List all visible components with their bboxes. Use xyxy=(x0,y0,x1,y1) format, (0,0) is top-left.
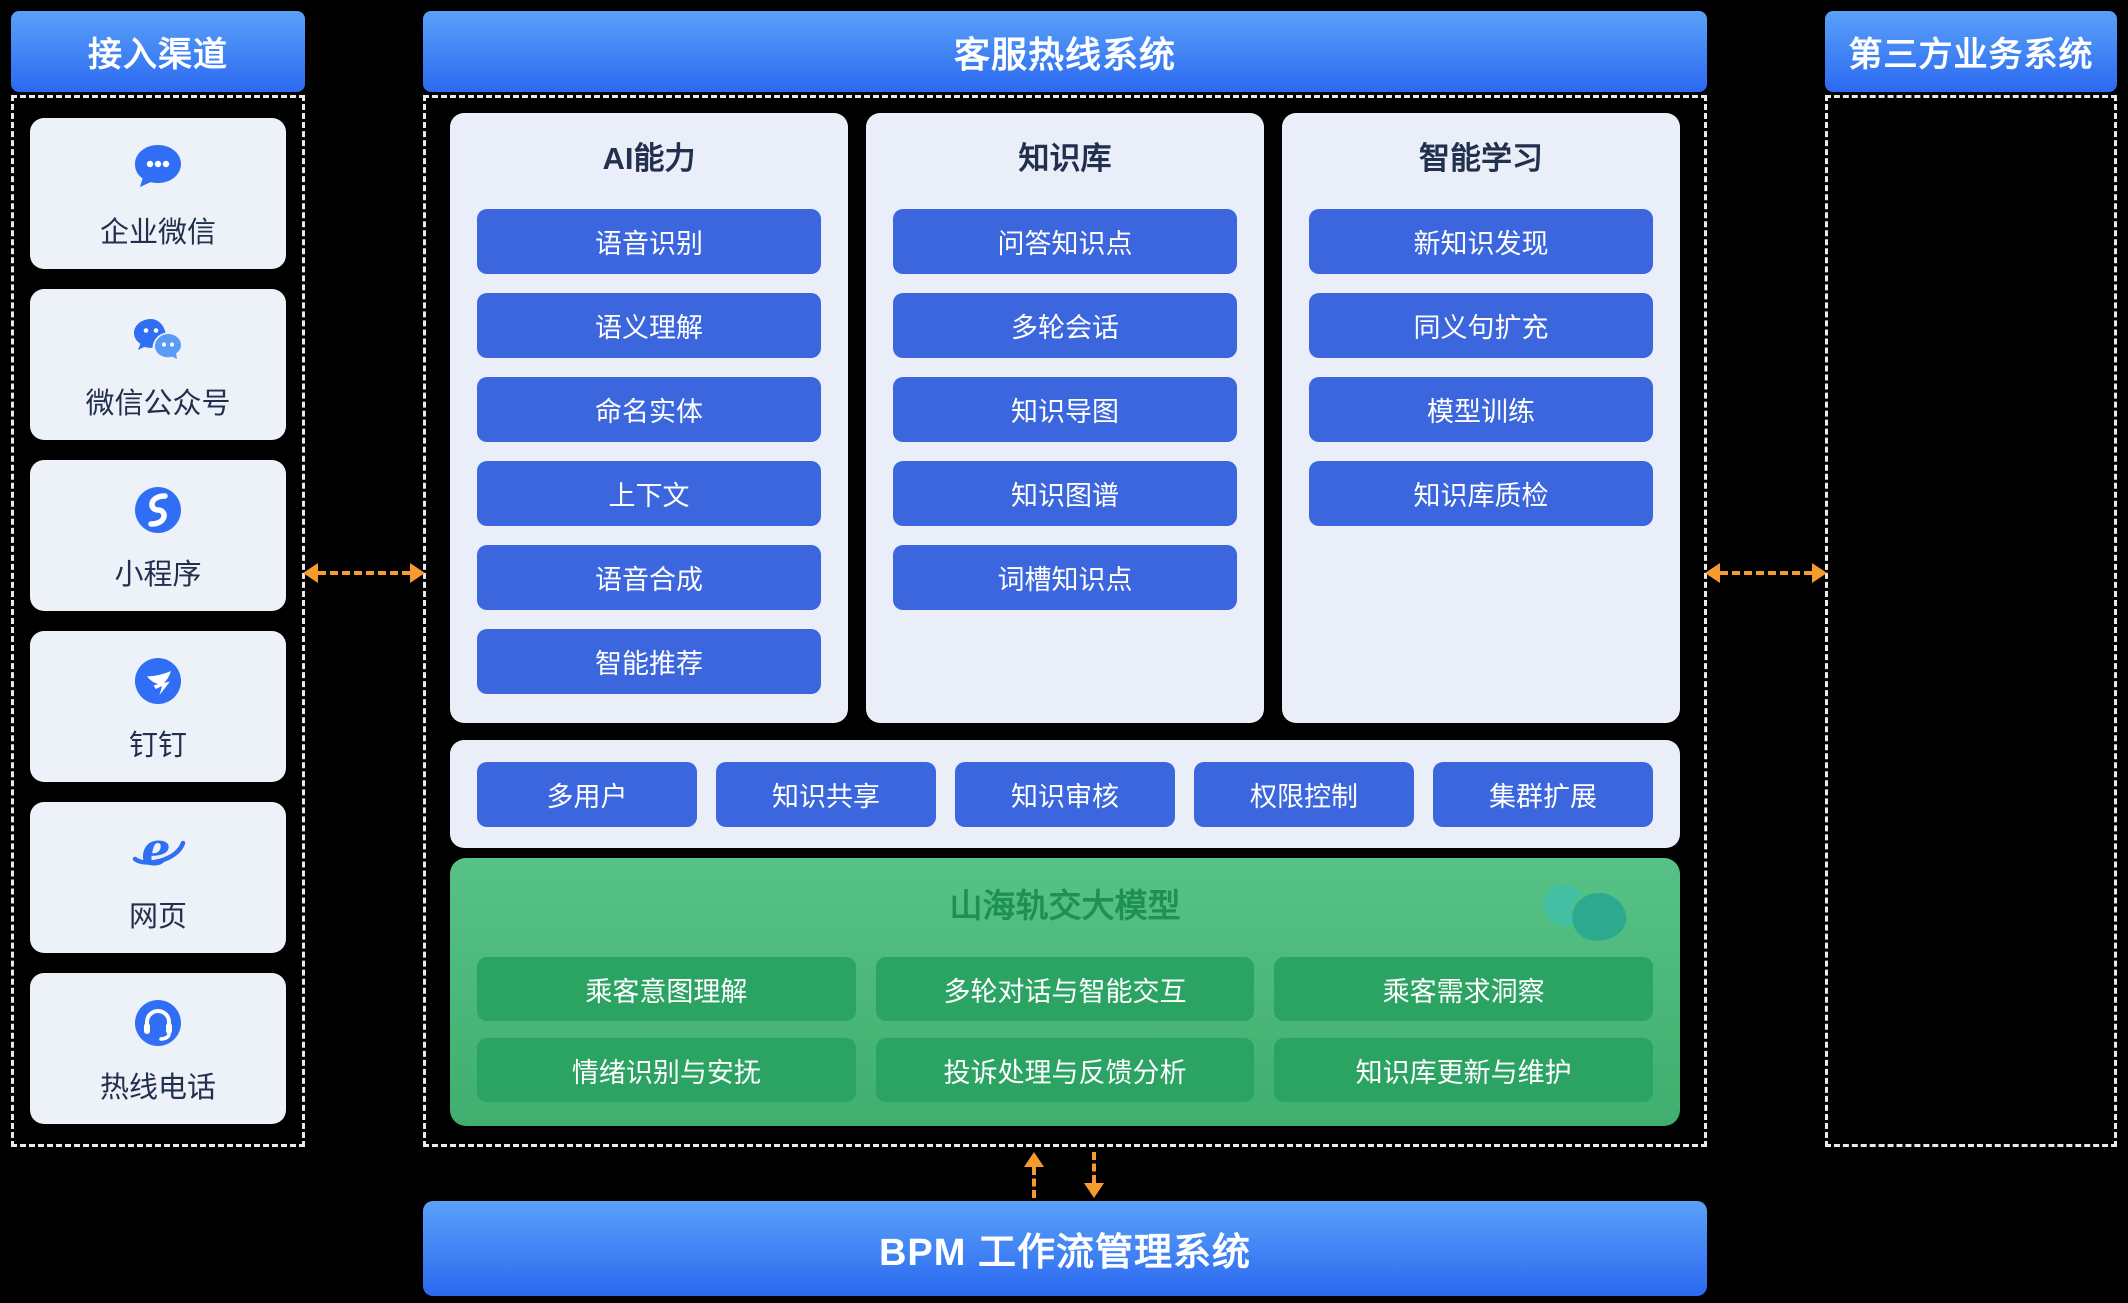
channel-label: 热线电话 xyxy=(99,1071,216,1104)
wecom-chat-icon xyxy=(127,137,189,199)
arrowhead-right-icon xyxy=(1812,563,1827,583)
left-bidirectional-arrow xyxy=(303,559,425,587)
bpm-workflow-bar: BPM 工作流管理系统 xyxy=(423,1201,1707,1296)
channel-list: 企业微信 微信公众号 xyxy=(14,98,302,1144)
column-title: AI能力 xyxy=(602,141,696,176)
model-capability: 投诉处理与反馈分析 xyxy=(875,1038,1255,1102)
wechat-icon xyxy=(127,308,189,370)
learning-item: 知识库质检 xyxy=(1309,461,1653,526)
access-channels-panel: 企业微信 微信公众号 xyxy=(11,95,305,1147)
channel-card-hotline: 热线电话 xyxy=(30,973,286,1124)
capability-item: 语音识别 xyxy=(477,209,821,274)
feature-item: 知识审核 xyxy=(955,761,1175,827)
model-panel-title: 山海轨交大模型 xyxy=(949,887,1181,924)
knowledge-item: 多轮会话 xyxy=(893,293,1237,358)
arrowhead-left-icon xyxy=(303,563,318,583)
svg-text:e: e xyxy=(141,822,170,876)
knowledge-item: 知识图谱 xyxy=(893,461,1237,526)
learning-item: 同义句扩充 xyxy=(1309,293,1653,358)
hotline-system-panel xyxy=(423,95,1707,1147)
right-bidirectional-arrow xyxy=(1705,559,1827,587)
bpm-down-arrow xyxy=(1080,1152,1108,1198)
column-title: 知识库 xyxy=(1018,141,1112,176)
arrowhead-up-icon xyxy=(1024,1152,1044,1167)
dingtalk-icon xyxy=(127,650,189,712)
access-channels-header: 接入渠道 xyxy=(11,11,305,92)
learning-item: 模型训练 xyxy=(1309,377,1653,442)
model-capability: 乘客意图理解 xyxy=(477,957,856,1021)
model-capability: 乘客需求洞察 xyxy=(1274,957,1654,1021)
channel-card-wechat: 微信公众号 xyxy=(30,289,286,440)
feature-item: 集群扩展 xyxy=(1433,761,1653,827)
knowledge-item: 问答知识点 xyxy=(893,209,1237,274)
third-party-header: 第三方业务系统 xyxy=(1825,11,2117,92)
hotline-system-header: 客服热线系统 xyxy=(423,11,1707,92)
bpm-up-arrow xyxy=(1020,1152,1048,1198)
shanhai-model-panel: 山海轨交大模型 乘客意图理解 多轮对话与智能交互 乘客需求洞察 情绪识别与安抚 … xyxy=(450,858,1680,1126)
capability-item: 命名实体 xyxy=(477,377,821,442)
headset-icon xyxy=(127,992,189,1054)
column-items: 语音识别 语义理解 命名实体 上下文 语音合成 智能推荐 xyxy=(477,209,821,694)
knowledge-item: 词槽知识点 xyxy=(893,545,1237,610)
channel-label: 钉钉 xyxy=(128,729,187,762)
learning-item: 新知识发现 xyxy=(1309,209,1653,274)
channel-card-web: e 网页 xyxy=(30,802,286,953)
knowledge-item: 知识导图 xyxy=(893,377,1237,442)
column-title: 智能学习 xyxy=(1419,141,1543,176)
miniprogram-icon xyxy=(127,479,189,541)
model-row: 乘客意图理解 多轮对话与智能交互 乘客需求洞察 xyxy=(477,957,1654,1021)
browser-e-icon: e xyxy=(127,821,189,883)
arrowhead-left-icon xyxy=(1705,563,1720,583)
capability-item: 语义理解 xyxy=(477,293,821,358)
ai-capability-column: AI能力 语音识别 语义理解 命名实体 上下文 语音合成 智能推荐 xyxy=(450,113,848,723)
feature-item: 多用户 xyxy=(477,761,697,827)
dashed-connector xyxy=(1032,1167,1036,1198)
feature-row: 多用户 知识共享 知识审核 权限控制 集群扩展 xyxy=(450,740,1680,848)
third-party-panel xyxy=(1825,95,2117,1147)
dashed-connector xyxy=(1092,1152,1096,1183)
channel-card-dingtalk: 钉钉 xyxy=(30,631,286,782)
capability-item: 智能推荐 xyxy=(477,629,821,694)
capability-item: 语音合成 xyxy=(477,545,821,610)
dashed-connector xyxy=(1720,571,1812,575)
model-capability: 知识库更新与维护 xyxy=(1274,1038,1654,1102)
capability-columns: AI能力 语音识别 语义理解 命名实体 上下文 语音合成 智能推荐 知识库 问答… xyxy=(450,113,1680,723)
channel-card-wecom: 企业微信 xyxy=(30,118,286,269)
knowledge-base-column: 知识库 问答知识点 多轮会话 知识导图 知识图谱 词槽知识点 xyxy=(866,113,1264,723)
arrowhead-right-icon xyxy=(410,563,425,583)
channel-label: 企业微信 xyxy=(99,216,216,249)
model-capability: 情绪识别与安抚 xyxy=(477,1038,856,1102)
model-capability: 多轮对话与智能交互 xyxy=(875,957,1255,1021)
channel-label: 小程序 xyxy=(114,558,202,591)
capability-item: 上下文 xyxy=(477,461,821,526)
channel-label: 微信公众号 xyxy=(85,387,231,420)
shanhai-model-logo xyxy=(1532,868,1650,958)
column-items: 问答知识点 多轮会话 知识导图 知识图谱 词槽知识点 xyxy=(893,209,1237,610)
column-items: 新知识发现 同义句扩充 模型训练 知识库质检 xyxy=(1309,209,1653,526)
channel-card-miniprogram: 小程序 xyxy=(30,460,286,611)
channel-label: 网页 xyxy=(128,900,187,933)
model-row: 情绪识别与安抚 投诉处理与反馈分析 知识库更新与维护 xyxy=(477,1038,1654,1102)
dashed-connector xyxy=(318,571,410,575)
feature-item: 知识共享 xyxy=(716,761,936,827)
arrowhead-down-icon xyxy=(1084,1183,1104,1198)
intelligent-learning-column: 智能学习 新知识发现 同义句扩充 模型训练 知识库质检 xyxy=(1282,113,1680,723)
feature-item: 权限控制 xyxy=(1194,761,1414,827)
